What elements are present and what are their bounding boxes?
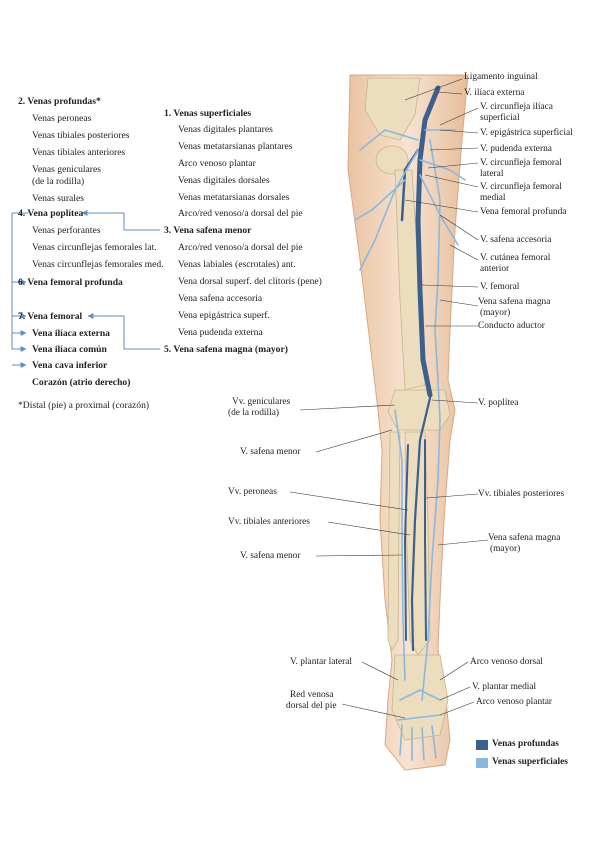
label-vv-tibiales-posteriores: Vv. tibiales posteriores <box>478 489 565 499</box>
footnote: *Distal (pie) a proximal (corazón) <box>18 400 150 411</box>
list-item: Vena ilíaca externa <box>32 328 110 339</box>
list-item: Vena cava inferior <box>32 360 108 371</box>
label-vv-tibiales-anteriores: Vv. tibiales anteriores <box>228 517 310 527</box>
label-arco-venoso-dorsal: Arco venoso dorsal <box>470 657 543 667</box>
list-item: Venas perforantes <box>32 225 101 236</box>
label-v-cutanea-femoral: V. cutánea femoral <box>480 253 551 263</box>
list-item: Vena pudenda externa <box>178 327 263 338</box>
label-red-venosa-2: dorsal del pie <box>286 701 337 711</box>
legend-swatch-deep <box>476 740 488 750</box>
label-v-epigastrica-superficial: V. epigástrica superficial <box>480 128 573 138</box>
list-item: Venas surales <box>32 193 84 204</box>
label-vv-geniculares-2: (de la rodilla) <box>228 408 280 418</box>
list-item: Venas circunflejas femorales med. <box>32 259 164 270</box>
label-v-circunfleja-iliaca: V. circunfleja ilíaca <box>480 102 553 112</box>
label-v-iliaca-externa: V. ilíaca externa <box>464 88 525 98</box>
label-v-femoral: V. femoral <box>480 282 520 292</box>
label-conducto-aductor: Conducto aductor <box>478 321 545 331</box>
label-vena-femoral-profunda: Vena femoral profunda <box>480 207 567 217</box>
list-item: Venas tibiales anteriores <box>32 147 126 158</box>
legend-swatch-superficial <box>476 758 488 768</box>
list-heading: 1. Venas superficiales <box>164 108 252 119</box>
label-v-safena-menor: V. safena menor <box>240 447 301 457</box>
list-heading: 4. Vena poplítea <box>18 208 84 219</box>
list-item: (de la rodilla) <box>32 176 85 187</box>
list-item: Arco/red venoso/a dorsal del pie <box>178 208 303 219</box>
label-v-poplitea: V. poplítea <box>478 398 519 408</box>
label-v-safena-menor-2: V. safena menor <box>240 551 301 561</box>
list-item: Vena safena accesoria <box>178 293 263 304</box>
label-v-circunfleja-iliaca-2: superficial <box>480 113 520 123</box>
label-vena-safena-magna: Vena safena magna <box>478 297 551 307</box>
list-item: Arco/red venoso/a dorsal del pie <box>178 242 303 253</box>
list-item: Vena ilíaca común <box>32 344 107 355</box>
label-vv-peroneas: Vv. peroneas <box>228 487 277 497</box>
list-item: Venas metatarsianas plantares <box>178 141 293 152</box>
label-v-circunfleja-femoral-lateral: V. circunfleja femoral <box>480 158 562 168</box>
list-heading: 5. Vena safena magna (mayor) <box>164 344 288 355</box>
deep-veins <box>400 85 441 652</box>
label-vv-geniculares: Vv. geniculares <box>232 397 291 407</box>
list-heading: 2. Venas profundas* <box>18 96 101 107</box>
label-v-circunfleja-femoral-lateral-2: lateral <box>480 169 504 179</box>
label-v-circunfleja-femoral-medial-2: medial <box>480 193 506 203</box>
label-v-plantar-lateral: V. plantar lateral <box>290 657 353 667</box>
label-ligamento-inguinal: Ligamento inguinal <box>464 72 538 82</box>
list-item: Venas metatarsianas dorsales <box>178 192 290 203</box>
superficial-veins <box>354 129 466 761</box>
list-item: Venas peroneas <box>32 113 92 124</box>
list-item: Corazón (atrio derecho) <box>32 377 131 388</box>
list-item: Venas digitales dorsales <box>178 175 270 186</box>
flow-arrows <box>11 210 160 368</box>
label-v-safena-accesoria: V. safena accesoria <box>480 235 552 245</box>
list-heading: 3. Vena safena menor <box>164 225 252 236</box>
list-item: Arco venoso plantar <box>178 158 256 169</box>
label-vena-safena-magna-leg: Vena safena magna <box>488 533 561 543</box>
label-v-plantar-medial: V. plantar medial <box>472 682 537 692</box>
label-v-circunfleja-femoral-medial: V. circunfleja femoral <box>480 182 562 192</box>
label-vena-safena-magna-2: (mayor) <box>480 308 511 318</box>
list-heading: 7. Vena femoral <box>18 311 83 322</box>
label-arco-venoso-plantar: Arco venoso plantar <box>476 697 553 707</box>
legend-label-superficial: Venas superficiales <box>492 757 568 767</box>
list-item: Venas digitales plantares <box>178 124 273 135</box>
list-item: Venas tibiales posteriores <box>32 130 130 141</box>
legend-label-deep: Venas profundas <box>492 739 559 749</box>
list-item: Vena epigástrica superf. <box>178 310 270 321</box>
list-item: Venas circunflejas femorales lat. <box>32 242 157 253</box>
list-item: Vena dorsal superf. del clítoris (pene) <box>178 276 322 287</box>
label-vena-safena-magna-leg-2: (mayor) <box>490 544 521 554</box>
leader-lines <box>289 78 489 719</box>
label-v-cutanea-femoral-2: anterior <box>480 264 510 274</box>
label-v-pudenda-externa: V. pudenda externa <box>480 144 552 154</box>
label-red-venosa: Red venosa <box>290 690 334 700</box>
list-item: Venas labiales (escrotales) ant. <box>178 259 296 270</box>
list-item: Venas geniculares <box>32 164 101 175</box>
list-heading: 6. Vena femoral profunda <box>18 277 123 288</box>
